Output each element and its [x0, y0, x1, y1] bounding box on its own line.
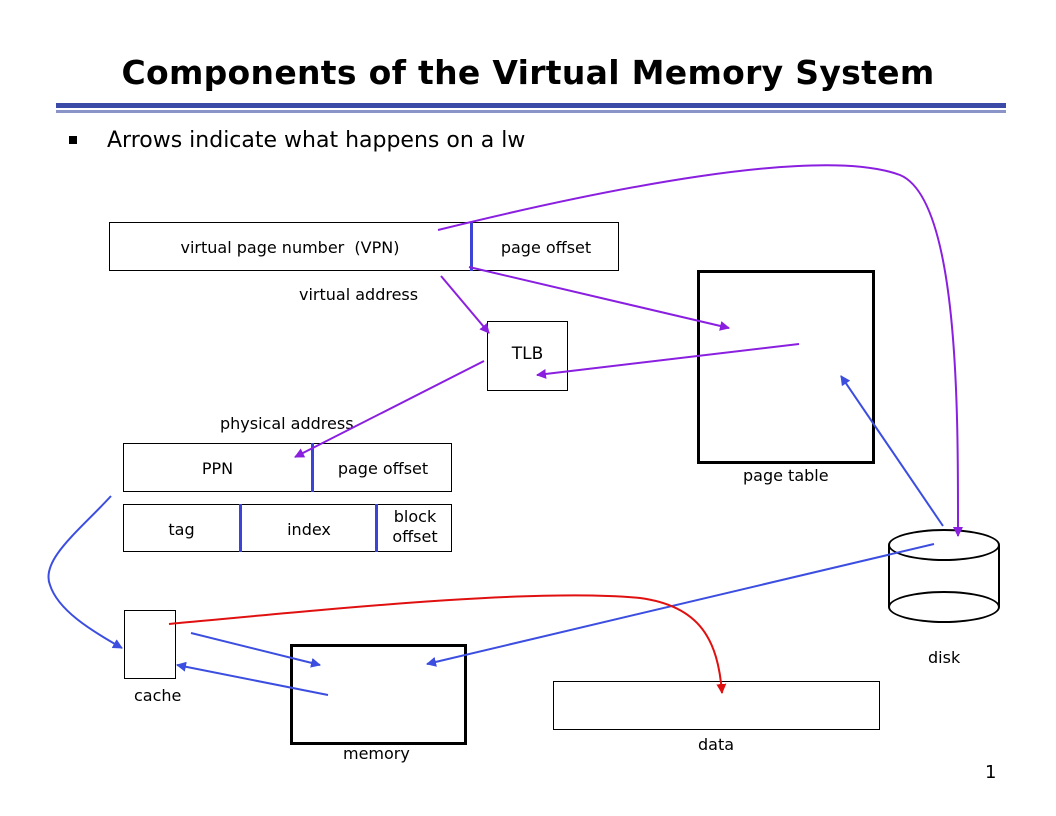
- slide-title: Components of the Virtual Memory System: [121, 53, 935, 92]
- tag-divider: [239, 504, 242, 552]
- vpn-label: virtual page number (VPN): [180, 238, 400, 257]
- arrow-cache-to-memory: [190, 632, 321, 668]
- cache-caption: cache: [134, 686, 182, 705]
- bullet-square-icon: [69, 136, 77, 144]
- index-divider: [375, 504, 378, 552]
- ppn-label: PPN: [201, 459, 234, 478]
- disk-body: [888, 545, 1000, 607]
- cache-address-box: [123, 504, 452, 552]
- arrow-disk-to-page-table: [840, 375, 944, 527]
- arrow-cache-to-data: [168, 594, 727, 694]
- arrow-vpn-to-page-table: [468, 266, 730, 331]
- ppn-divider: [311, 443, 314, 492]
- disk-caption: disk: [928, 648, 961, 667]
- data-caption: data: [698, 735, 735, 754]
- page-number: 1: [985, 762, 997, 783]
- tlb-label: TLB: [511, 344, 544, 364]
- page-table-box: [697, 270, 875, 464]
- tag-label: tag: [168, 520, 195, 539]
- cache-box: [124, 610, 176, 679]
- tlb-box: [487, 321, 568, 391]
- arrow-tlb-to-ppn: [294, 360, 485, 458]
- title-rule-shadow: [56, 110, 1006, 113]
- arrow-page-table-to-tlb: [536, 343, 800, 379]
- memory-caption: memory: [343, 744, 410, 763]
- physical-address-box: [123, 443, 452, 492]
- arrow-vpn-to-tlb: [440, 275, 490, 334]
- virtual-address-box: [109, 222, 619, 271]
- block-offset-line2: offset: [392, 527, 438, 546]
- pa-page-offset-label: page offset: [337, 459, 429, 478]
- arrow-disk-to-memory: [426, 543, 935, 667]
- arrow-vpn-to-disk: [437, 164, 964, 537]
- block-offset-line1: block: [393, 507, 437, 526]
- disk-bottom: [888, 591, 1000, 623]
- title-rule: [56, 103, 1006, 108]
- index-label: index: [287, 520, 331, 539]
- physical-address-caption: physical address: [220, 414, 354, 433]
- disk-icon: [888, 529, 1000, 561]
- arrow-pa-to-cache: [47, 495, 123, 649]
- arrow-memory-to-cache: [176, 661, 329, 696]
- va-page-offset-label: page offset: [500, 238, 592, 257]
- page-table-caption: page table: [743, 466, 829, 485]
- virtual-address-caption: virtual address: [299, 285, 419, 304]
- vpn-divider: [470, 222, 473, 271]
- bullet-text: Arrows indicate what happens on a lw: [107, 128, 526, 153]
